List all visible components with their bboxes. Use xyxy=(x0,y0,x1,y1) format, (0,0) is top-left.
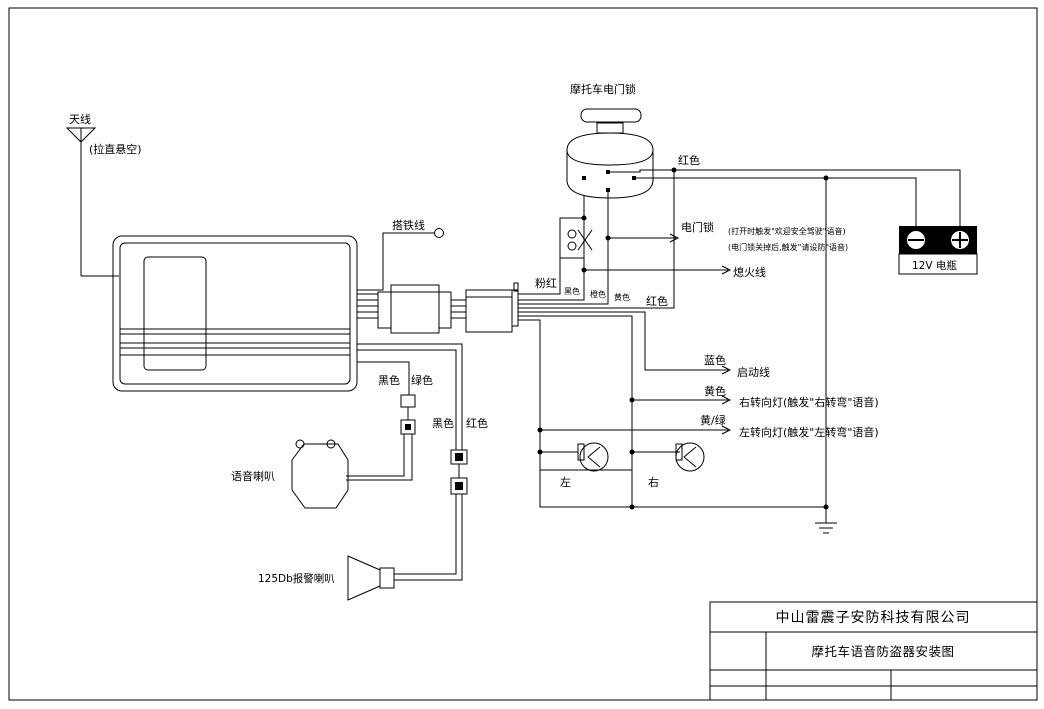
lock-note-1: (打开时触发"欢迎安全驾驶"语音) xyxy=(728,226,846,236)
voice-speaker xyxy=(291,439,349,509)
alarm-horn xyxy=(347,555,395,601)
drawing-frame xyxy=(8,7,1038,701)
title-block xyxy=(709,601,1038,701)
left-turn-lamp xyxy=(577,442,609,472)
right-turn-lamp xyxy=(675,442,705,472)
lamp-right-label: 右 xyxy=(648,475,659,489)
wire-black: 黑色 xyxy=(564,286,580,296)
output-left-turn: 左转向灯(触发"左转弯"语音) xyxy=(739,425,879,439)
voice-speaker-label: 语音喇叭 xyxy=(231,469,275,483)
company-name: 中山雷震子安防科技有限公司 xyxy=(776,610,971,626)
battery xyxy=(898,226,978,275)
output-start: 启动线 xyxy=(737,365,770,379)
lamp-left-label: 左 xyxy=(560,476,571,489)
wire-yellow-green: 黄/绿 xyxy=(700,413,726,427)
wire-blue: 蓝色 xyxy=(704,353,726,367)
battery-label: 12V 电瓶 xyxy=(912,259,957,272)
antenna-note: (拉直悬空) xyxy=(89,142,142,156)
wire-black-mid: 黑色 xyxy=(432,416,454,430)
ignition-lock-label: 摩托车电门锁 xyxy=(570,82,636,96)
wire-red-top: 红色 xyxy=(678,153,700,167)
speaker-wires xyxy=(346,343,468,581)
alarm-horn-label: 125Db报警喇叭 xyxy=(258,572,335,585)
wire-red-mid: 红色 xyxy=(466,416,488,430)
left-turn-wire xyxy=(537,425,826,510)
wire-red-side: 红色 xyxy=(646,294,668,308)
wire-black-left: 黑色 xyxy=(378,373,400,387)
antenna-label: 天线 xyxy=(69,112,91,126)
wire-orange: 橙色 xyxy=(590,289,606,299)
output-ignition-lock: 电门锁 xyxy=(681,220,714,234)
ignition-lock xyxy=(566,108,654,199)
alarm-control-unit xyxy=(112,235,358,392)
start-wire-arrow xyxy=(721,365,732,375)
ground-wire-label: 搭铁线 xyxy=(392,218,425,232)
wire-green: 绿色 xyxy=(411,373,433,387)
output-flameout: 熄火线 xyxy=(733,265,766,279)
battery-feed-wire xyxy=(610,167,961,226)
output-right-turn: 右转向灯(触发"右转弯"语音) xyxy=(739,395,879,409)
switch-module xyxy=(559,190,609,270)
lock-note-2: (电门锁关掉后,触发"请设防"语音) xyxy=(728,242,848,252)
wire-yellow-small: 黄色 xyxy=(614,292,630,302)
wire-pink-red: 粉红 xyxy=(535,277,557,290)
wire-yellow: 黄色 xyxy=(704,384,726,398)
ground-bus xyxy=(815,178,837,534)
drawing-title: 摩托车语音防盗器安装图 xyxy=(811,644,954,659)
ground-wire xyxy=(357,228,444,291)
lock-output-wires xyxy=(581,233,732,275)
right-turn-wire xyxy=(629,395,732,507)
harness-connector xyxy=(357,282,519,334)
